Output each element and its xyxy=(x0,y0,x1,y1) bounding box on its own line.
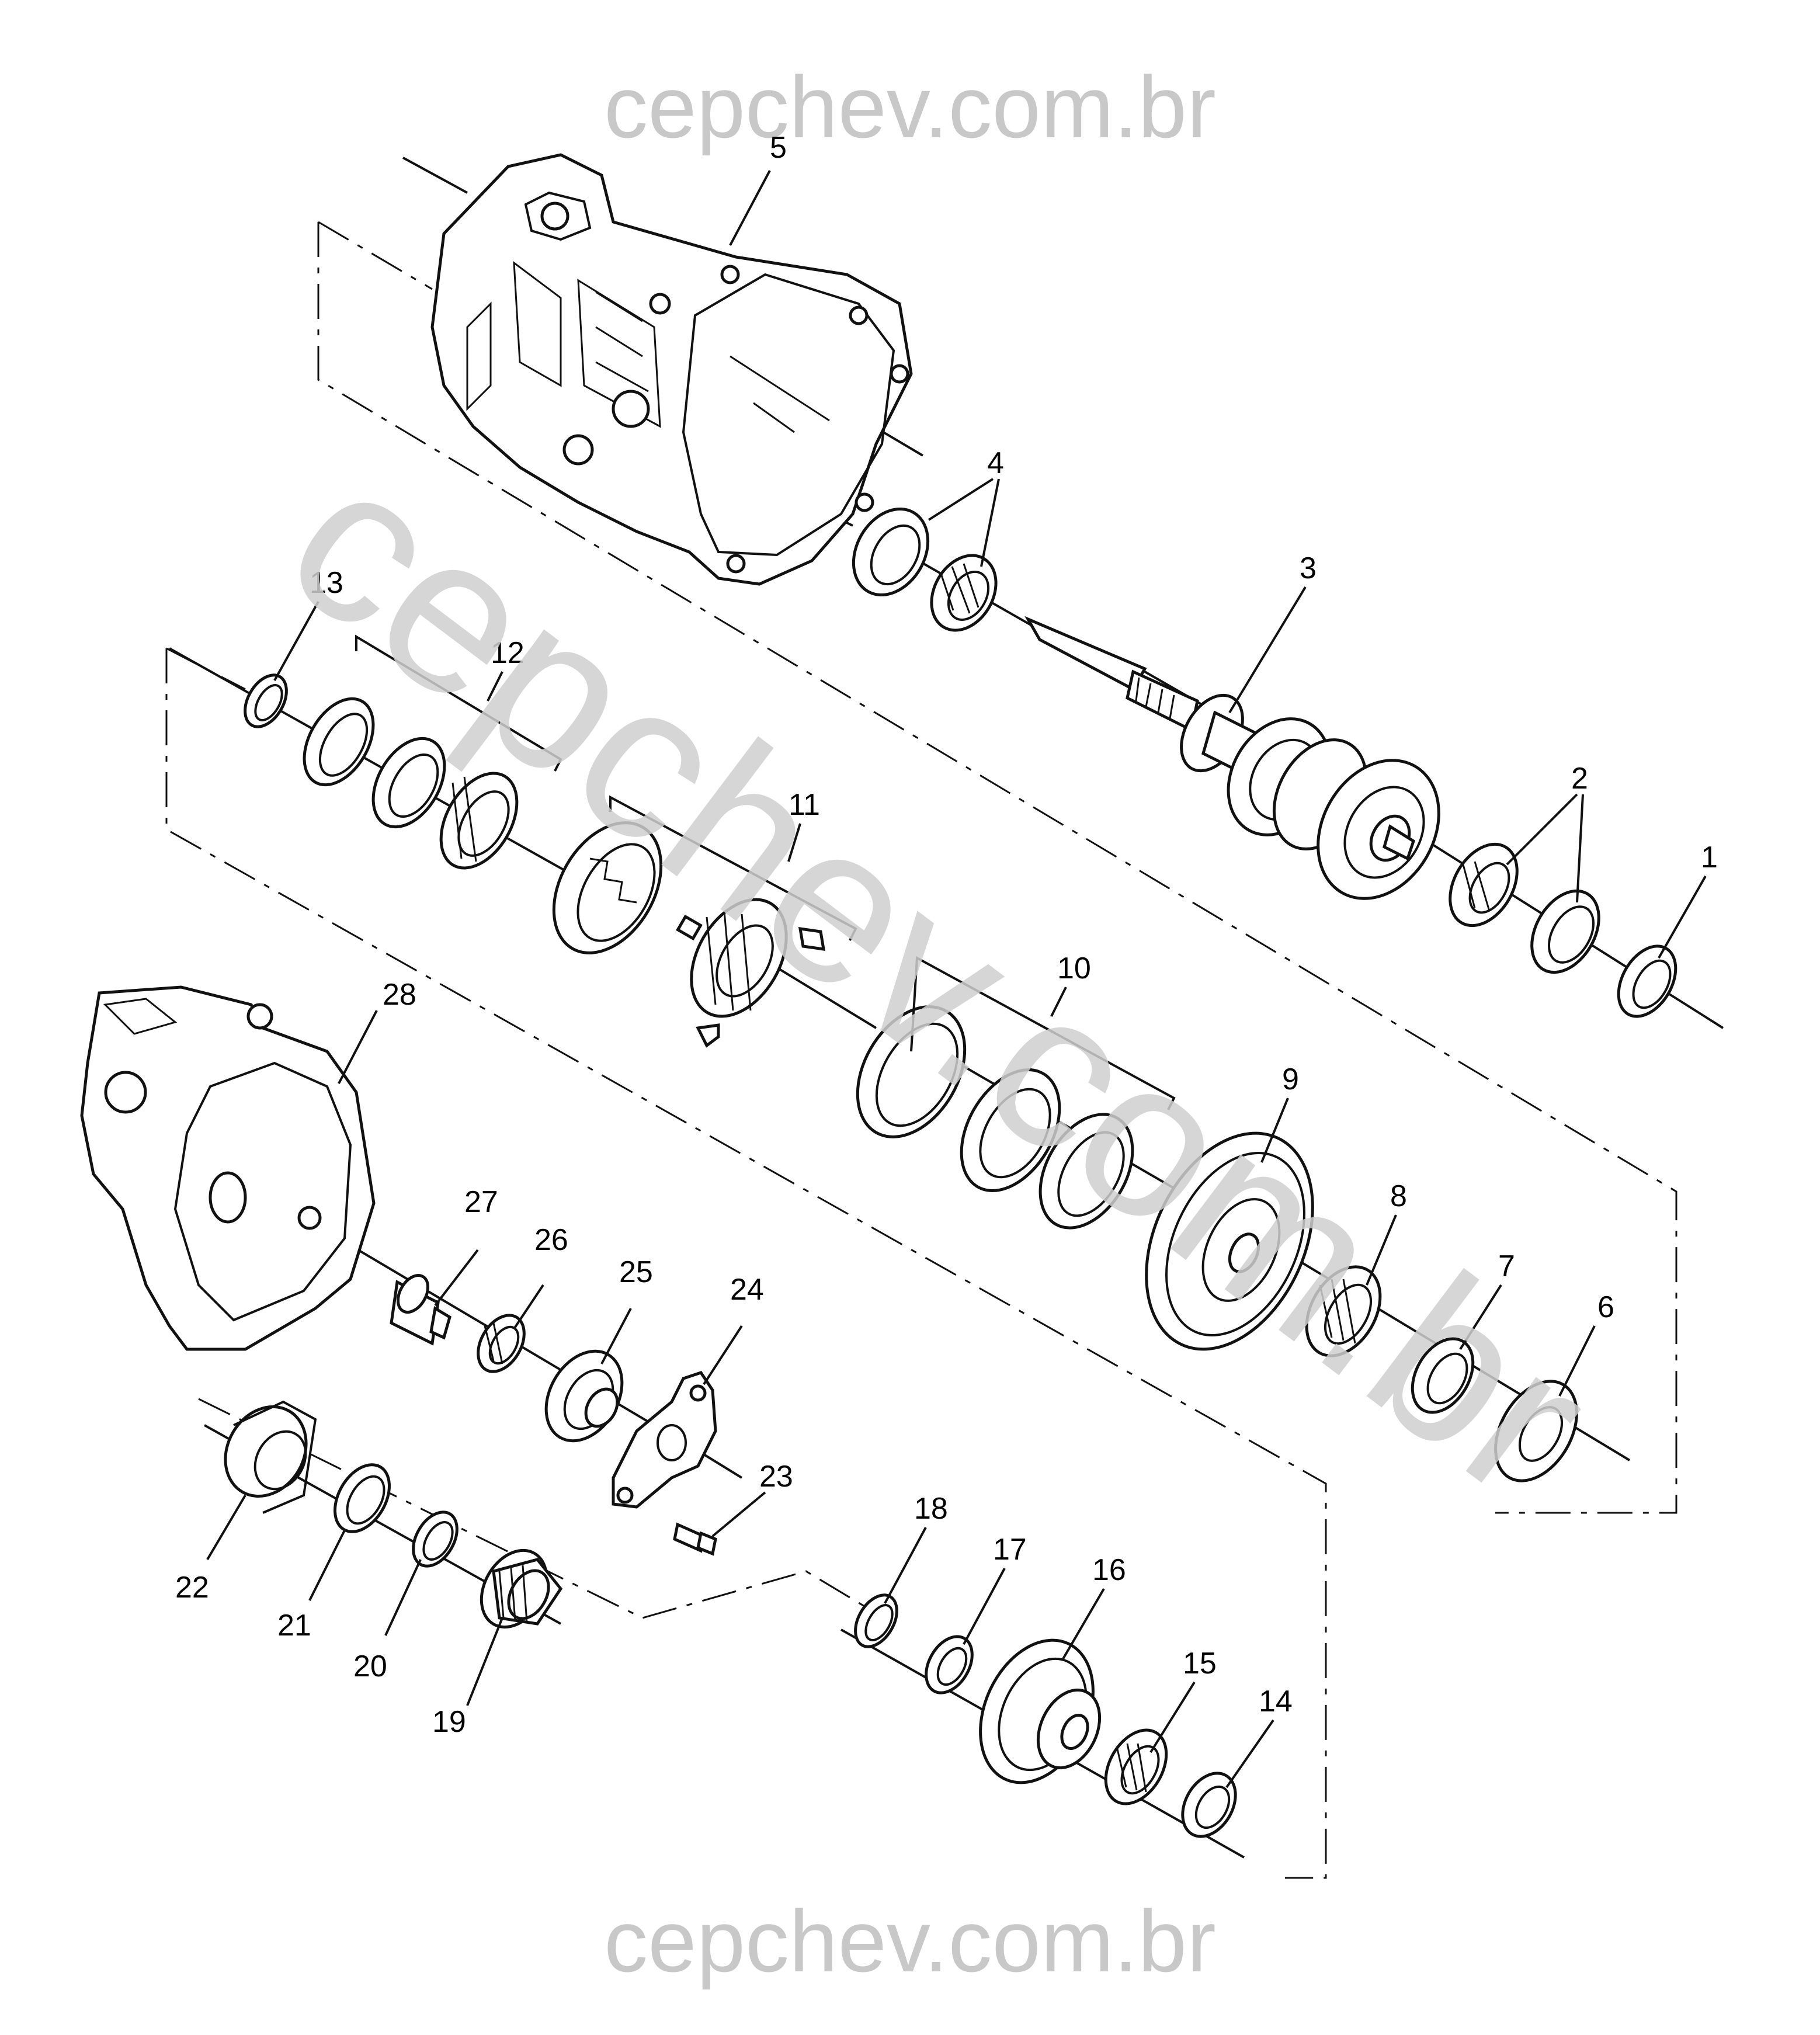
tapered-bearing-icon xyxy=(852,507,998,632)
callout-6: 6 xyxy=(1597,1290,1614,1324)
callout-23: 23 xyxy=(759,1460,793,1494)
callout-15: 15 xyxy=(1183,1647,1217,1680)
washer-icon xyxy=(1181,1772,1237,1838)
callout-13: 13 xyxy=(310,566,343,600)
snap-ring-icon xyxy=(1617,944,1677,1018)
callout-22: 22 xyxy=(175,1571,209,1605)
extension-housing-icon xyxy=(80,985,376,1351)
bolt-icon xyxy=(673,1522,717,1556)
callout-9: 9 xyxy=(1282,1062,1299,1096)
needle-bearing-icon xyxy=(1305,1265,1382,1357)
ball-bearing-icon xyxy=(224,1400,317,1514)
callout-25: 25 xyxy=(619,1255,653,1289)
synchronizer-ring-set-icon xyxy=(303,697,519,870)
spline-gear-icon xyxy=(480,1548,563,1629)
callout-26: 26 xyxy=(534,1223,568,1257)
callout-21: 21 xyxy=(277,1609,311,1642)
callout-16: 16 xyxy=(1092,1553,1126,1587)
shaft-icon xyxy=(390,1274,451,1346)
callout-20: 20 xyxy=(353,1649,387,1683)
callout-14: 14 xyxy=(1259,1685,1293,1718)
needle-bearing-icon xyxy=(1104,1728,1168,1805)
helical-gear-icon xyxy=(1145,1131,1314,1351)
callout-7: 7 xyxy=(1498,1249,1515,1283)
callout-12: 12 xyxy=(491,636,525,670)
callout-24: 24 xyxy=(730,1273,764,1307)
snap-ring-icon xyxy=(244,673,288,728)
callout-27: 27 xyxy=(464,1185,498,1219)
helical-gear-icon xyxy=(979,1638,1102,1784)
callout-5: 5 xyxy=(770,131,787,165)
mainshaft-icon xyxy=(1024,616,1440,900)
spacer-icon xyxy=(1411,1337,1475,1414)
thrust-washer-icon xyxy=(1494,1380,1578,1482)
callout-2: 2 xyxy=(1571,762,1588,796)
leader-lines xyxy=(206,170,1707,1789)
callout-28: 28 xyxy=(383,978,416,1012)
callout-3: 3 xyxy=(1300,551,1317,585)
bracket-icon xyxy=(612,1371,717,1509)
synchronizer-assembly-icon xyxy=(552,821,826,1048)
callout-11: 11 xyxy=(789,788,820,822)
watermark-top: cepchev.com.br xyxy=(604,58,1216,156)
callout-17: 17 xyxy=(993,1533,1027,1567)
callout-10: 10 xyxy=(1057,951,1091,985)
callout-8: 8 xyxy=(1390,1179,1407,1213)
tapered-bearing-icon xyxy=(1449,842,1600,974)
snap-ring-icon xyxy=(412,1510,459,1568)
callout-labels: 1 2 3 4 5 6 7 8 9 10 11 12 13 14 15 16 1… xyxy=(175,131,1718,1739)
helical-gear-icon xyxy=(544,1349,624,1443)
snap-ring-icon xyxy=(334,1463,391,1533)
needle-bearing-icon xyxy=(477,1314,526,1373)
callout-4: 4 xyxy=(987,446,1004,480)
synchronizer-ring-set-icon xyxy=(856,1005,1134,1230)
callout-19: 19 xyxy=(432,1705,466,1739)
washer-icon xyxy=(925,1635,974,1694)
callout-18: 18 xyxy=(914,1492,948,1526)
transmission-case-icon xyxy=(430,153,913,586)
watermark-bottom: cepchev.com.br xyxy=(604,1892,1216,1990)
snap-ring-icon xyxy=(854,1593,898,1648)
callout-1: 1 xyxy=(1701,841,1718,874)
